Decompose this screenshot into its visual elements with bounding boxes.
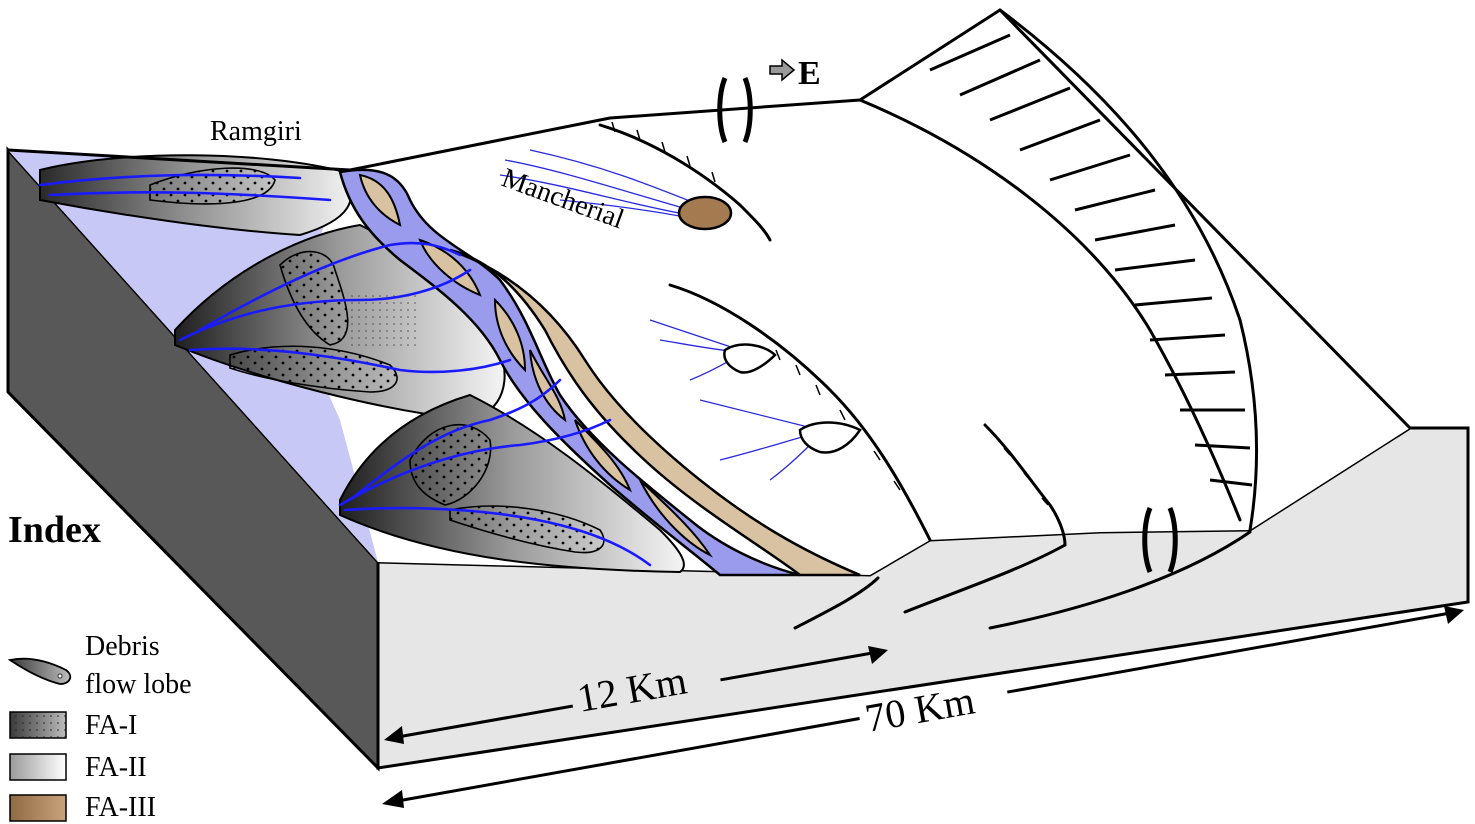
- debris-lobe-5: [449, 505, 605, 554]
- subsurface-line-2: [903, 543, 1067, 614]
- direction-indicator: E: [769, 55, 821, 92]
- fa3-swatch: [9, 794, 67, 822]
- legend-debris-line2: flow lobe: [85, 669, 192, 700]
- east-ridge-hachures: [929, 33, 1253, 487]
- east-ridge-crest: [858, 98, 1242, 522]
- direction-label: E: [798, 55, 821, 92]
- river-line-5: [198, 241, 462, 332]
- east-ridge-front: [998, 8, 1259, 532]
- legend-fa2-label: FA-II: [85, 752, 147, 783]
- legend-item-debris: Debris flow lobe: [7, 631, 192, 700]
- debris-flow-lobe-icon: [7, 657, 72, 685]
- escarpment-line-2: [668, 283, 932, 542]
- tan-bar-4: [529, 349, 567, 423]
- central-lobe-2: [798, 421, 862, 454]
- river-line-6: [338, 418, 612, 507]
- debris-lobe-3: [229, 345, 398, 393]
- tan-bar-6: [639, 479, 713, 558]
- subsurface-line-3: [988, 530, 1252, 630]
- river-line-3: [178, 268, 472, 342]
- legend-title: Index: [8, 509, 101, 551]
- debris-lobe-4: [409, 424, 492, 506]
- block-top-outline: [6, 8, 1470, 430]
- legend-debris-line1: Debris: [85, 631, 160, 662]
- debris-lobe-2: [279, 250, 349, 346]
- mancherial-lobe: [677, 195, 733, 231]
- river-line-4: [188, 347, 512, 374]
- river-line-1: [38, 173, 302, 187]
- legend-fa3-label: FA-III: [85, 792, 156, 823]
- legend-item-fa2: FA-II: [9, 752, 147, 783]
- legend-item-fa1: FA-I: [9, 710, 137, 741]
- central-lobe-1: [723, 343, 777, 374]
- town-label-ramgiri: Ramgiri: [210, 116, 302, 147]
- fa3-margin-bar: [449, 248, 861, 577]
- tan-bar-3: [493, 297, 527, 373]
- river-line-2: [48, 190, 332, 202]
- legend-item-fa3: FA-III: [9, 792, 156, 823]
- tan-bar-1: [358, 173, 402, 227]
- escarpment-line-1: [598, 123, 772, 242]
- river-line-8: [348, 378, 562, 502]
- arrow-right-icon: [769, 58, 796, 82]
- plateau-surface: [8, 10, 1410, 575]
- escarpment-hachures: [611, 121, 1049, 506]
- escarpment-line-3: [983, 423, 1067, 547]
- legend: Index Debris flow lobe FA-I FA-II FA-III: [7, 509, 192, 823]
- fa2-swatch: [9, 753, 67, 781]
- section-break-north: [717, 77, 753, 143]
- mancherial-drainage: [499, 149, 701, 219]
- section-break-south: [1142, 507, 1178, 573]
- scale-12km: 12 Km: [384, 646, 888, 744]
- legend-fa1-label: FA-I: [85, 710, 137, 741]
- tan-bar-5: [574, 419, 633, 493]
- river-line-7: [343, 506, 652, 567]
- subsurface-line-1: [793, 576, 880, 630]
- tan-bar-2: [418, 238, 482, 297]
